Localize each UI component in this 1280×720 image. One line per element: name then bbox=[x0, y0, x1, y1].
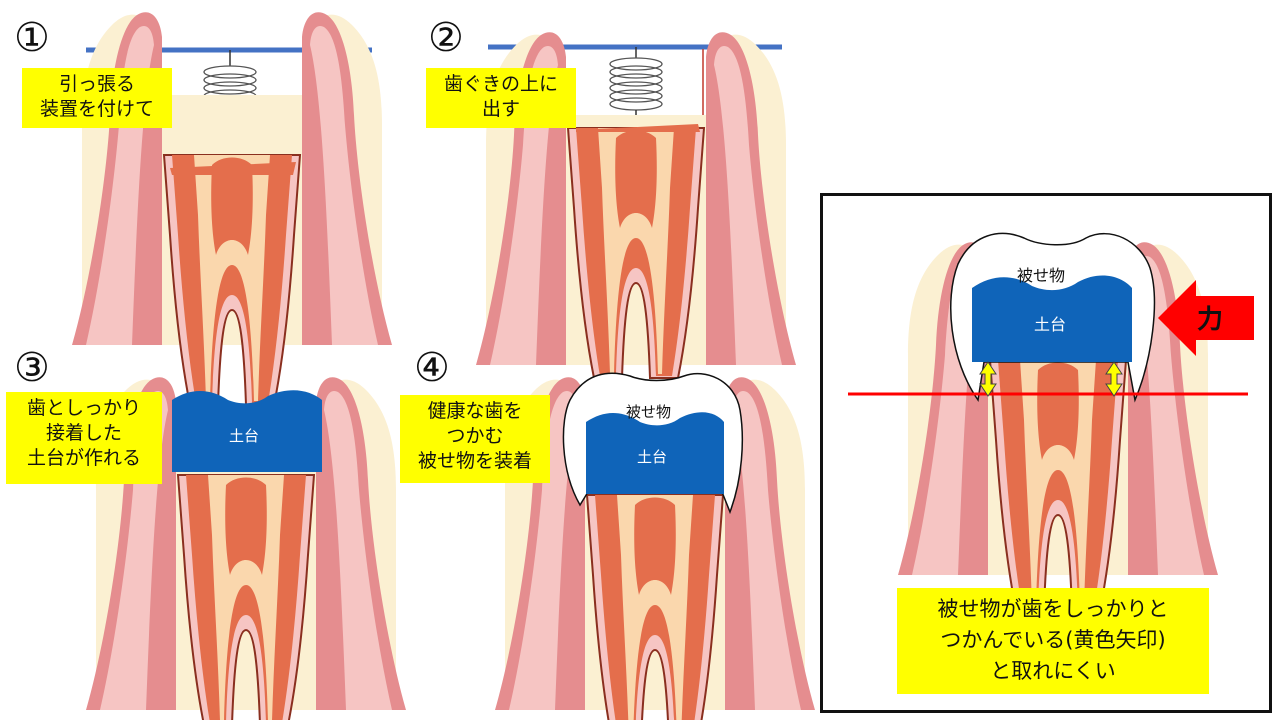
abutment-4 bbox=[586, 412, 724, 494]
conclusion-box: 被せ物が歯をしっかりとつかんでいる(黄色矢印)と取れにくい bbox=[897, 588, 1209, 694]
step-label-4: 健康な歯をつかむ被せ物を装着 bbox=[400, 395, 550, 483]
grip-arrow-right bbox=[1105, 361, 1123, 397]
abutment-label-3: 土台 bbox=[229, 427, 260, 445]
step-label-1: 引っ張る装置を付けて bbox=[22, 68, 172, 128]
step-number-3: ③ bbox=[14, 345, 50, 391]
step-label-2: 歯ぐきの上に出す bbox=[426, 68, 576, 128]
abutment-label-5: 土台 bbox=[1034, 315, 1067, 334]
panel-3 bbox=[86, 377, 406, 720]
grip-arrow-left bbox=[979, 361, 997, 397]
step-label-3: 歯としっかり接着した土台が作れる bbox=[6, 392, 162, 484]
spring-2 bbox=[609, 57, 663, 111]
abutment-label-4: 土台 bbox=[637, 448, 668, 466]
abutment-5 bbox=[972, 275, 1132, 362]
force-arrow bbox=[1158, 280, 1254, 356]
panel-4 bbox=[495, 372, 815, 720]
step-number-2: ② bbox=[428, 15, 464, 61]
crown-label-4: 被せ物 bbox=[626, 403, 672, 421]
panel-2 bbox=[476, 32, 796, 379]
force-label: 力 bbox=[1197, 305, 1224, 335]
step-number-1: ① bbox=[14, 15, 50, 61]
step-number-4: ④ bbox=[414, 345, 450, 391]
highlight-panel-frame bbox=[820, 193, 1272, 713]
abutment-3 bbox=[172, 390, 322, 472]
crown-label-5: 被せ物 bbox=[1017, 266, 1066, 285]
panel-1 bbox=[72, 12, 392, 406]
panel-5 bbox=[848, 232, 1254, 611]
